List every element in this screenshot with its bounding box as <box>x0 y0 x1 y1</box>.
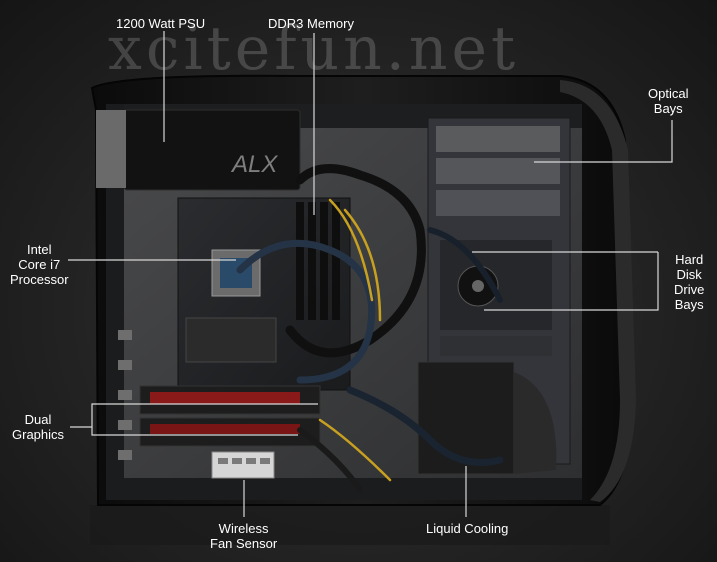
chipset-heatsink <box>185 317 277 363</box>
callout-wireless-line-2: Fan Sensor <box>210 536 278 551</box>
expansion-slot-brackets <box>118 330 132 460</box>
callout-psu-text: 1200 Watt PSU <box>116 16 206 31</box>
chassis-bottom-rail <box>106 478 582 500</box>
dual-graphics-cards <box>139 385 321 447</box>
case-front-bezel <box>560 80 636 502</box>
ram-modules <box>296 202 340 320</box>
callout-hard-disk-bays: Hard Disk Drive Bays <box>674 252 704 312</box>
callout-wireless-fan-sensor: Wireless Fan Sensor <box>210 521 277 551</box>
callout-hdd-line-1: Hard <box>675 252 704 267</box>
fan-sensor-leds <box>218 458 270 464</box>
callout-processor: Intel Core i7 Processor <box>10 242 69 287</box>
callout-wireless-line-1: Wireless <box>218 521 269 536</box>
callout-memory: DDR3 Memory <box>268 16 354 31</box>
callout-optical-line-2: Bays <box>653 101 683 116</box>
callout-memory-text: DDR3 Memory <box>268 16 354 31</box>
floor-reflection <box>90 505 610 545</box>
callout-cooling-text: Liquid Cooling <box>426 521 509 536</box>
callout-processor-line-3: Processor <box>10 272 69 287</box>
watermark: xcitefun.net <box>108 14 520 84</box>
callout-processor-line-1: Intel <box>26 242 52 257</box>
chassis-rear-rail <box>106 104 124 500</box>
callout-optical-bays: Optical Bays <box>648 86 688 116</box>
callout-psu: 1200 Watt PSU <box>116 16 205 31</box>
callout-hdd-line-4: Bays <box>674 297 704 312</box>
psu-logo: ALX <box>230 151 278 178</box>
callout-hdd-line-3: Drive <box>674 282 705 297</box>
callout-graphics-line-2: Graphics <box>12 427 65 442</box>
callout-processor-line-2: Core i7 <box>18 257 61 272</box>
callout-graphics-line-1: Dual <box>24 412 52 427</box>
wireless-fan-sensor <box>211 451 275 479</box>
cables-and-tubing <box>236 164 504 493</box>
liquid-cooling-radiator <box>417 361 515 475</box>
callout-dual-graphics: Dual Graphics <box>12 412 64 442</box>
hard-drive-bays <box>440 240 552 356</box>
radiator-shroud <box>514 372 557 474</box>
psu-bracket <box>96 110 126 188</box>
callout-liquid-cooling: Liquid Cooling <box>426 521 508 536</box>
optical-drive-bays <box>436 126 560 216</box>
psu <box>123 109 301 191</box>
callout-hdd-line-2: Disk <box>676 267 702 282</box>
callout-optical-line-1: Optical <box>648 86 689 101</box>
leader-lines <box>68 31 673 517</box>
